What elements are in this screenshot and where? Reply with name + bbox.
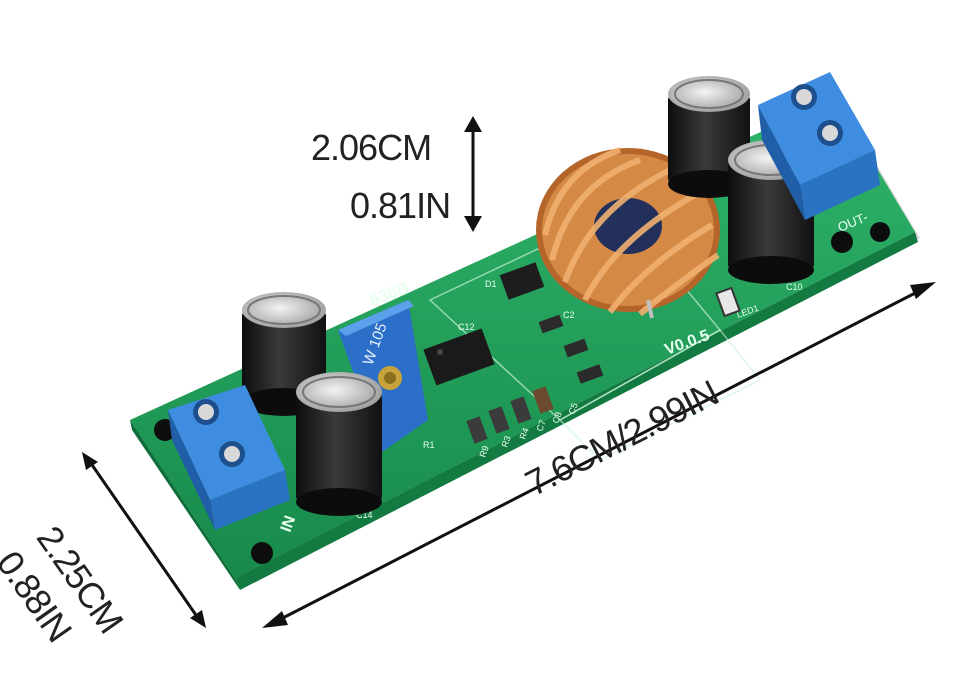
terminal-block-input [168, 385, 290, 530]
capacitor-input-2 [296, 372, 382, 516]
length-arrow [262, 282, 936, 628]
silk-c10: C10 [786, 282, 803, 292]
width-arrow [82, 452, 206, 628]
silk-r9: R9 [477, 444, 490, 458]
silk-c5: C5 [566, 401, 579, 415]
ic-chip [423, 328, 495, 386]
in-label: IN [278, 514, 299, 535]
terminal-block-output [758, 72, 880, 220]
silk-c14: C14 [356, 510, 373, 520]
silk-c12: C12 [458, 322, 475, 332]
silk-r3: R3 [499, 434, 512, 448]
diode-d1 [499, 262, 545, 300]
height-label-in: 0.81IN [350, 185, 451, 226]
height-label-cm: 2.06CM [311, 127, 432, 168]
mount-hole [831, 231, 853, 253]
led [715, 286, 741, 318]
mount-hole [251, 542, 273, 564]
smd-components [423, 262, 741, 444]
potentiometer: W 105 [338, 300, 428, 452]
silk-r4: R4 [517, 426, 530, 440]
silk-d1: D1 [485, 279, 497, 289]
mount-hole [870, 222, 890, 242]
silk-r1: R1 [423, 440, 435, 450]
silk-c7: C7 [534, 418, 547, 432]
height-arrow [464, 116, 482, 232]
dimension-arrows [82, 116, 936, 628]
silk-c8: C8 [550, 410, 563, 424]
silk-c2: C2 [563, 310, 575, 320]
